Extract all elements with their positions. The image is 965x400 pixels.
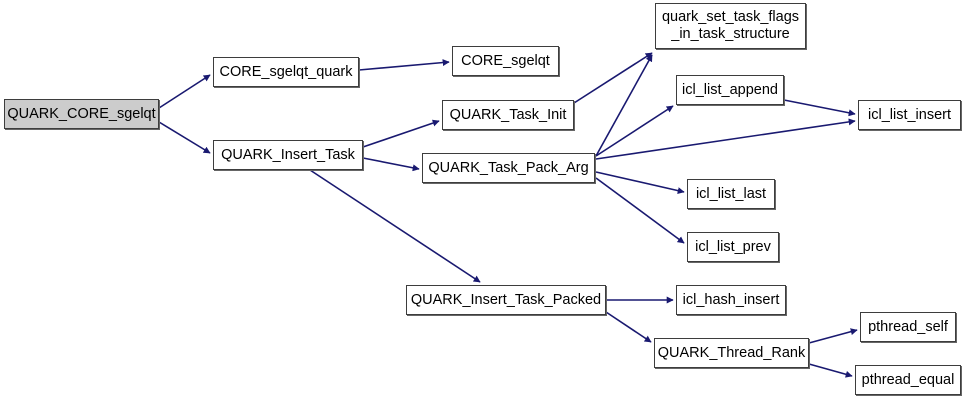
edge-quark_thread_rank-to-pthread_equal: [808, 363, 853, 378]
node-icl_list_prev[interactable]: icl_list_prev: [687, 232, 779, 262]
node-quark_insert_task_packed[interactable]: QUARK_Insert_Task_Packed: [406, 285, 606, 315]
edge-quark_task_pack_arg-to-icl_list_append: [595, 105, 674, 157]
edge-quark_task_pack_arg-to-icl_list_insert: [595, 118, 856, 160]
node-pthread_equal[interactable]: pthread_equal: [855, 365, 961, 395]
node-pthread_self[interactable]: pthread_self: [860, 312, 956, 342]
node-quark_insert_task[interactable]: QUARK_Insert_Task: [213, 140, 363, 170]
edge-quark_insert_task-to-quark_insert_task_packed: [309, 169, 481, 283]
edge-quark_insert_task_packed-to-quark_thread_rank: [605, 311, 652, 343]
edge-quark_insert_task-to-quark_task_init: [362, 119, 440, 148]
edge-icl_list_append-to-icl_list_insert: [783, 99, 856, 117]
node-quark_thread_rank[interactable]: QUARK_Thread_Rank: [654, 338, 809, 368]
node-core_sgelqt[interactable]: CORE_sgelqt: [452, 46, 559, 76]
node-quark_task_pack_arg[interactable]: QUARK_Task_Pack_Arg: [422, 153, 595, 183]
edge-quark_core_sgelqt-to-quark_insert_task: [158, 121, 211, 154]
edge-quark_task_pack_arg-to-icl_list_last: [595, 171, 685, 195]
node-icl_hash_insert[interactable]: icl_hash_insert: [676, 285, 786, 315]
edge-quark_thread_rank-to-pthread_self: [808, 328, 858, 344]
edge-quark_insert_task-to-quark_task_pack_arg: [362, 157, 420, 172]
edge-core_sgelqt_quark-to-core_sgelqt: [358, 59, 450, 71]
edge-quark_task_pack_arg-to-quark_set_task_flags: [595, 54, 653, 157]
edge-quark_task_init-to-quark_set_task_flags: [573, 52, 653, 104]
node-icl_list_insert[interactable]: icl_list_insert: [858, 100, 961, 130]
node-quark_task_init[interactable]: QUARK_Task_Init: [442, 100, 574, 130]
node-icl_list_append[interactable]: icl_list_append: [676, 75, 784, 105]
node-quark_set_task_flags[interactable]: quark_set_task_flags _in_task_structure: [655, 3, 806, 49]
edge-quark_task_pack_arg-to-icl_list_prev: [595, 177, 685, 244]
node-core_sgelqt_quark[interactable]: CORE_sgelqt_quark: [213, 57, 359, 87]
edge-quark_core_sgelqt-to-core_sgelqt_quark: [158, 74, 211, 109]
node-icl_list_last[interactable]: icl_list_last: [687, 179, 775, 209]
node-quark_core_sgelqt[interactable]: QUARK_CORE_sgelqt: [4, 99, 159, 129]
